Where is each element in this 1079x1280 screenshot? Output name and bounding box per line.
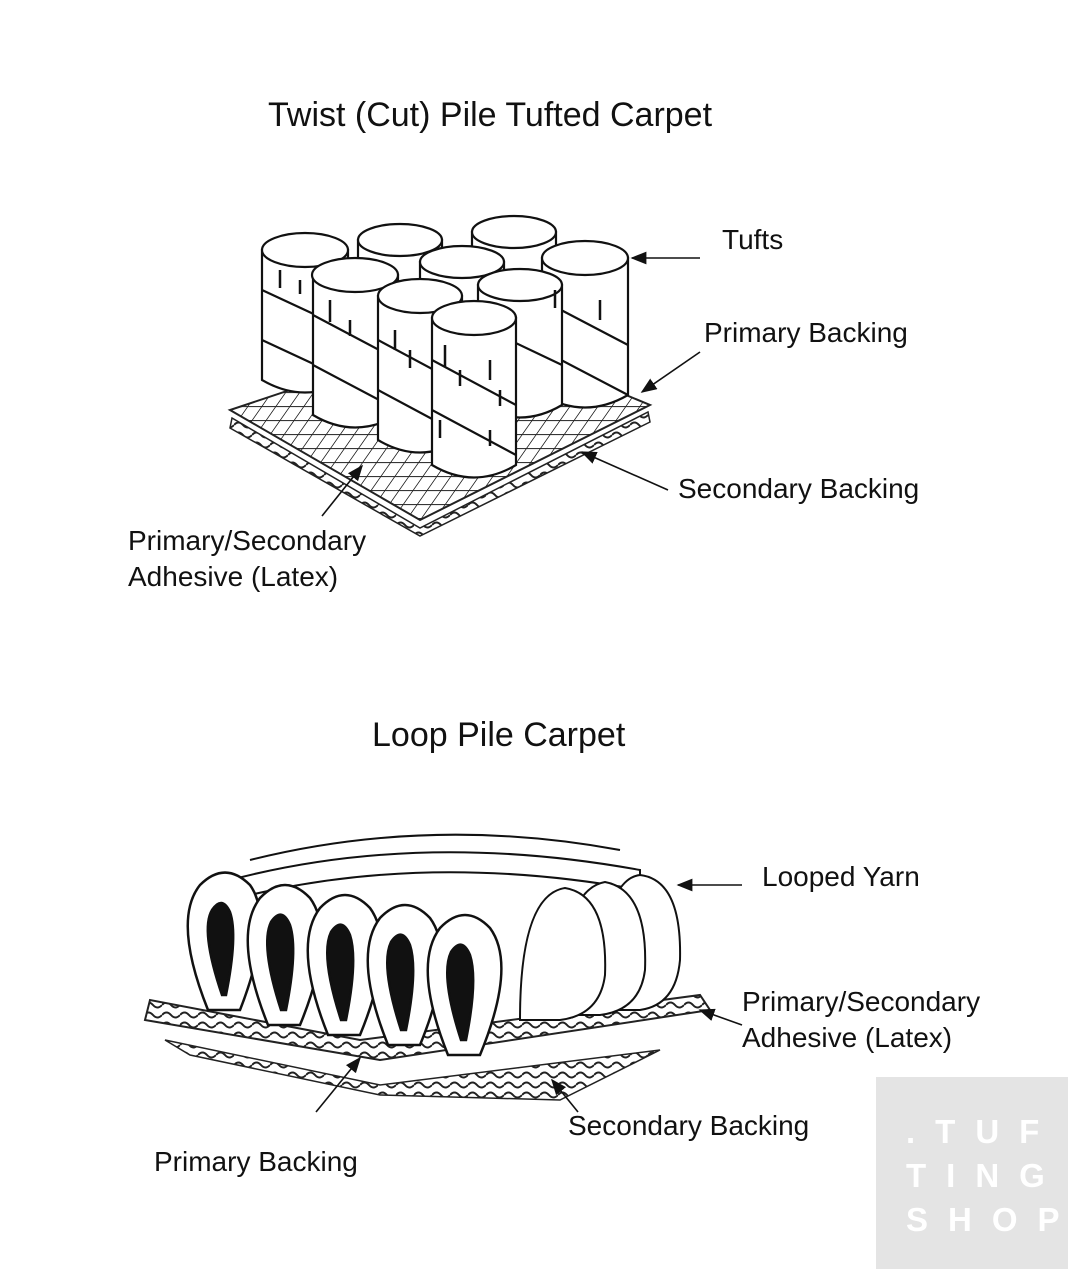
twist-pile-illustration bbox=[227, 214, 701, 537]
watermark-line-1: .TUF bbox=[906, 1113, 1060, 1150]
loop-adhesive-leader-arrow bbox=[698, 1008, 743, 1026]
tuft bbox=[310, 256, 400, 429]
loop-secondary-backing-label: Secondary Backing bbox=[568, 1110, 810, 1141]
tufts-label: Tufts bbox=[722, 224, 784, 255]
front-loops bbox=[186, 871, 503, 1057]
primary-backing-label: Primary Backing bbox=[704, 317, 908, 348]
secondary-backing-label: Secondary Backing bbox=[678, 473, 920, 504]
twist-adhesive-label: Primary/Secondary Adhesive (Latex) bbox=[128, 523, 366, 595]
loop-secondary-backing-leader-arrow bbox=[550, 1078, 579, 1113]
loop-secondary-backing bbox=[164, 1039, 661, 1101]
watermark-line-2: TING bbox=[906, 1157, 1065, 1194]
secondary-backing-leader-arrow bbox=[580, 451, 669, 491]
loop-adhesive-label-line1: Primary/Secondary bbox=[742, 986, 981, 1017]
loop-pile-title: Loop Pile Carpet bbox=[372, 716, 626, 754]
loop-adhesive-label-line2: Adhesive (Latex) bbox=[742, 1022, 953, 1053]
tuft bbox=[430, 299, 518, 479]
twist-secondary-backing bbox=[229, 410, 651, 537]
twist-adhesive-label-line2: Adhesive (Latex) bbox=[128, 561, 339, 592]
loop-primary-backing-leader-arrow bbox=[315, 1056, 362, 1113]
loop bbox=[426, 913, 503, 1057]
loop-pile-illustration bbox=[143, 833, 743, 1113]
twist-adhesive-label-line1: Primary/Secondary bbox=[128, 525, 367, 556]
twist-adhesive-leader-arrow bbox=[321, 464, 363, 517]
twist-pile-title: Twist (Cut) Pile Tufted Carpet bbox=[268, 96, 713, 134]
primary-backing-leader-arrow bbox=[640, 351, 701, 393]
watermark-line-3: SHOP bbox=[906, 1201, 1079, 1238]
loop-adhesive-label: Primary/Secondary Adhesive (Latex) bbox=[742, 984, 980, 1056]
loop-backing-mesh bbox=[143, 993, 712, 1062]
looped-yarn-label: Looped Yarn bbox=[762, 861, 920, 892]
loop bbox=[366, 903, 443, 1047]
loop-primary-backing-label: Primary Backing bbox=[154, 1146, 358, 1177]
loop bbox=[186, 871, 262, 1012]
tufting-shop-watermark: .TUF TING SHOP bbox=[876, 1077, 1068, 1269]
